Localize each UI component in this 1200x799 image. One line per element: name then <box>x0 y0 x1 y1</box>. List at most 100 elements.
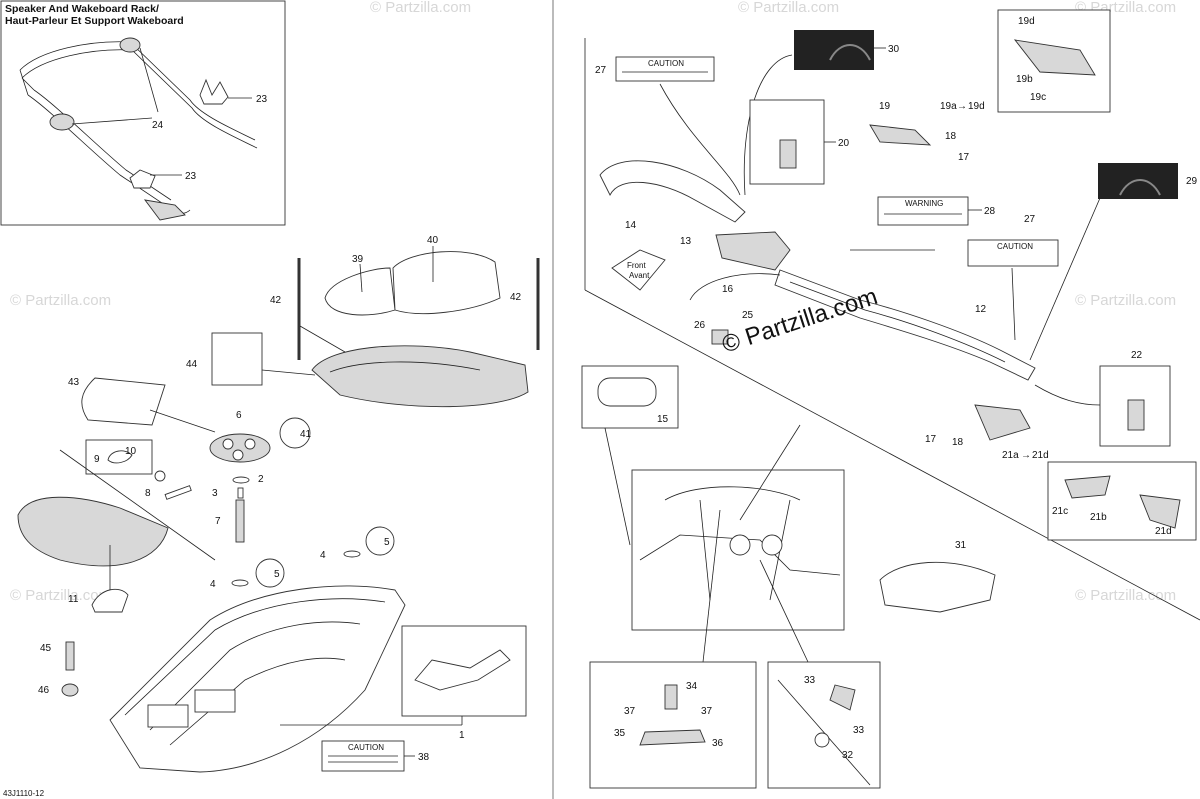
panel-44 <box>211 332 263 386</box>
callout-8: 8 <box>145 488 151 499</box>
caution-label <box>615 56 715 82</box>
callout-21a: 21a <box>1002 450 1019 461</box>
speaker-rack-inset: Speaker And Wakeboard Rack/ Haut-Parleur… <box>0 0 286 226</box>
callout-9: 9 <box>94 454 100 465</box>
callout-18: 18 <box>945 131 957 142</box>
rack-tube <box>33 89 172 201</box>
callout-45: 45 <box>40 643 52 654</box>
callout-3: 3 <box>212 488 218 499</box>
svg-text:→: → <box>957 101 967 112</box>
callout-38: 38 <box>418 752 430 763</box>
callout-17: 17 <box>958 152 970 163</box>
callout-42: 42 <box>510 292 522 303</box>
bracket-21 <box>974 404 1031 441</box>
washer-4 <box>231 579 249 587</box>
callout-36: 36 <box>712 738 724 749</box>
warning-label <box>877 196 969 226</box>
mirror-15 <box>597 377 657 407</box>
pin-8 <box>164 485 192 500</box>
svg-text:WARNING: WARNING <box>905 199 943 208</box>
wakeboard-holder <box>143 199 186 221</box>
callout-30: 30 <box>888 44 900 55</box>
tower-beam-12 <box>774 269 1036 381</box>
diagram-code: 43J1110-12 <box>3 789 45 798</box>
bracket-21d <box>1139 494 1181 529</box>
callout-19: 19 <box>879 101 891 112</box>
callout-28: 28 <box>984 206 996 217</box>
caution-label <box>967 239 1059 267</box>
callout-4: 4 <box>210 579 216 590</box>
callout-31: 31 <box>955 540 967 551</box>
callout-11: 11 <box>68 594 79 605</box>
callout-35: 35 <box>614 728 626 739</box>
wakeboard-holder <box>129 169 156 189</box>
callout-37: 37 <box>701 706 713 717</box>
callout-25: 25 <box>742 310 754 321</box>
inset-title-line1: Speaker And Wakeboard Rack/ <box>5 3 159 15</box>
callout-19d: 19d <box>1018 16 1035 27</box>
callout-16: 16 <box>722 284 734 295</box>
svg-text:CAUTION: CAUTION <box>648 59 684 68</box>
callout-4: 4 <box>320 550 326 561</box>
callout-24: 24 <box>152 120 164 131</box>
boat-top-view <box>311 345 529 408</box>
watermark-text: © Partzilla.com <box>1075 587 1176 604</box>
cushion-40 <box>392 251 501 314</box>
shackle-34 <box>664 684 678 710</box>
callout-15: 15 <box>657 414 669 425</box>
callout-5: 5 <box>274 569 280 580</box>
svg-text:→: → <box>1021 450 1031 461</box>
bracket-20 <box>779 139 797 169</box>
callout-17: 17 <box>925 434 937 445</box>
callout-2: 2 <box>258 474 264 485</box>
callout-1: 1 <box>459 730 465 741</box>
callout-32: 32 <box>842 750 854 761</box>
callout-21d: 21d <box>1155 526 1172 537</box>
callout-6: 6 <box>236 410 242 421</box>
callout-19d-arrow: 19d <box>968 101 985 112</box>
callout-18: 18 <box>952 437 964 448</box>
bracket-22 <box>1127 399 1145 431</box>
callout-27: 27 <box>1024 214 1036 225</box>
callout-27: 27 <box>595 65 607 76</box>
cover-43 <box>81 377 166 426</box>
callout-14: 14 <box>625 220 637 231</box>
callout-23: 23 <box>185 171 197 182</box>
watermark-text: © Partzilla.com <box>10 292 111 309</box>
svg-text:Front: Front <box>627 261 646 270</box>
plug-11 <box>91 588 129 613</box>
callout-7: 7 <box>215 516 221 527</box>
wakeboard-holder <box>199 78 229 105</box>
boat-cover <box>17 496 169 567</box>
watermark-text: © Partzilla.com <box>10 587 111 604</box>
callout-10: 10 <box>125 446 137 457</box>
callout-46: 46 <box>38 685 50 696</box>
hull-cover: 11 <box>17 449 216 613</box>
speaker-pod <box>49 113 75 131</box>
svg-text:CAUTION: CAUTION <box>997 242 1033 251</box>
callout-19a: 19a <box>940 101 957 112</box>
bracket-21c <box>1064 475 1111 499</box>
rack-tube <box>19 69 35 96</box>
watermark-text: © Partzilla.com <box>738 0 839 16</box>
callout-22: 22 <box>1131 350 1143 361</box>
cushion-39 <box>324 267 396 316</box>
watermark-text: © Partzilla.com <box>370 0 471 16</box>
watermark-text: © Partzilla.com <box>1075 292 1176 309</box>
callout-29: 29 <box>1186 176 1198 187</box>
callout-5: 5 <box>384 537 390 548</box>
cleat-26 <box>711 329 729 345</box>
callout-19c: 19c <box>1030 92 1046 103</box>
inset-title-line2: Haut-Parleur Et Support Wakeboard <box>5 15 184 27</box>
bracket-1 <box>414 649 511 691</box>
callout-34: 34 <box>686 681 698 692</box>
callout-33: 33 <box>804 675 816 686</box>
callout-39: 39 <box>352 254 364 265</box>
drain-45 <box>65 641 75 671</box>
bimini-top-31 <box>879 561 996 613</box>
main-hull: 45 46 1 CAUTION 38 <box>38 585 527 773</box>
column-parts: 6 41 2 3 7 4 5 4 5 9 10 8 <box>85 410 395 590</box>
speaker-pod <box>119 37 141 53</box>
